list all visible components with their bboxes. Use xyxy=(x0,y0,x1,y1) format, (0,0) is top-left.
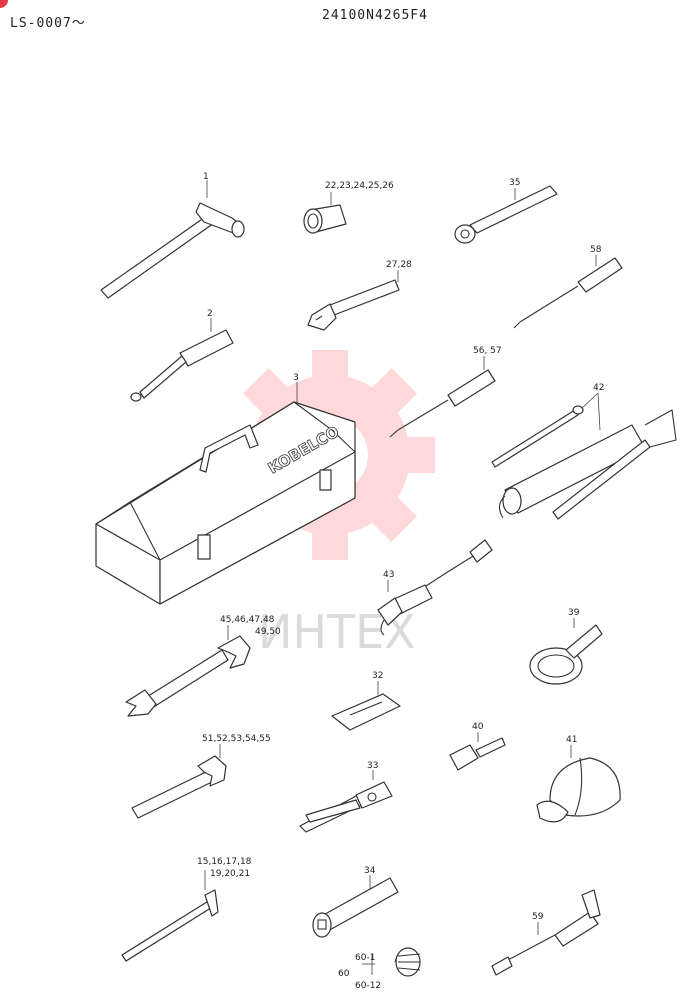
part-43-grease-coupler xyxy=(377,539,493,636)
label-part-32: 32 xyxy=(372,671,383,681)
part-22-socket xyxy=(303,192,347,234)
label-part-33: 33 xyxy=(367,761,378,771)
label-part-45b: 49,50 xyxy=(255,627,281,637)
label-part-43: 43 xyxy=(383,570,394,580)
part-35-ratchet xyxy=(454,185,558,244)
label-part-51: 51,52,53,54,55 xyxy=(202,734,271,744)
label-part-42: 42 xyxy=(593,383,604,393)
part-45-double-wrench xyxy=(125,625,251,717)
label-part-15a: 15,16,17,18 xyxy=(197,857,252,867)
part-3-tool-box: KOBELCO xyxy=(95,382,356,605)
corner-marker xyxy=(0,0,8,8)
part-34-extension-bar xyxy=(312,875,399,938)
serial-range: LS-0007～ xyxy=(10,16,86,31)
part-41-cap xyxy=(536,745,621,823)
part-15-hex-key xyxy=(121,870,219,962)
label-part-3: 3 xyxy=(293,373,299,383)
label-part-2: 2 xyxy=(207,309,213,319)
label-part-39: 39 xyxy=(568,608,580,618)
part-58-screwdriver xyxy=(513,255,623,329)
part-32-card xyxy=(331,681,401,731)
label-part-35: 35 xyxy=(509,178,520,188)
label-part-1: 1 xyxy=(203,172,209,182)
part-59-adapter xyxy=(491,889,601,976)
part-40-key xyxy=(449,732,506,771)
part-60-spring xyxy=(362,947,421,977)
part-number: 24100N4265F4 xyxy=(322,8,428,23)
label-part-15b: 19,20,21 xyxy=(210,869,250,879)
part-27-adjustable-wrench xyxy=(307,270,400,331)
part-42-grease-gun xyxy=(491,392,677,520)
label-part-27: 27,28 xyxy=(386,260,412,270)
label-part-34: 34 xyxy=(364,866,376,876)
label-part-40: 40 xyxy=(472,722,484,732)
label-part-60: 60 xyxy=(338,969,350,979)
part-33-pliers xyxy=(299,770,393,833)
part-1-t-handle-wrench xyxy=(100,180,245,299)
part-56-screwdriver xyxy=(389,356,496,438)
label-part-45a: 45,46,47,48 xyxy=(220,615,275,625)
part-39-filter-wrench xyxy=(529,618,603,685)
label-part-56: 56, 57 xyxy=(473,346,502,356)
label-part-22: 22,23,24,25,26 xyxy=(325,181,394,191)
part-51-open-wrench xyxy=(131,744,227,819)
part-2-nut-driver xyxy=(130,318,234,402)
label-part-41: 41 xyxy=(566,735,577,745)
label-part-58: 58 xyxy=(590,245,602,255)
label-part-60-12: 60-12 xyxy=(355,981,381,991)
label-part-59: 59 xyxy=(532,912,544,922)
label-part-60-1: 60-1 xyxy=(355,953,375,963)
